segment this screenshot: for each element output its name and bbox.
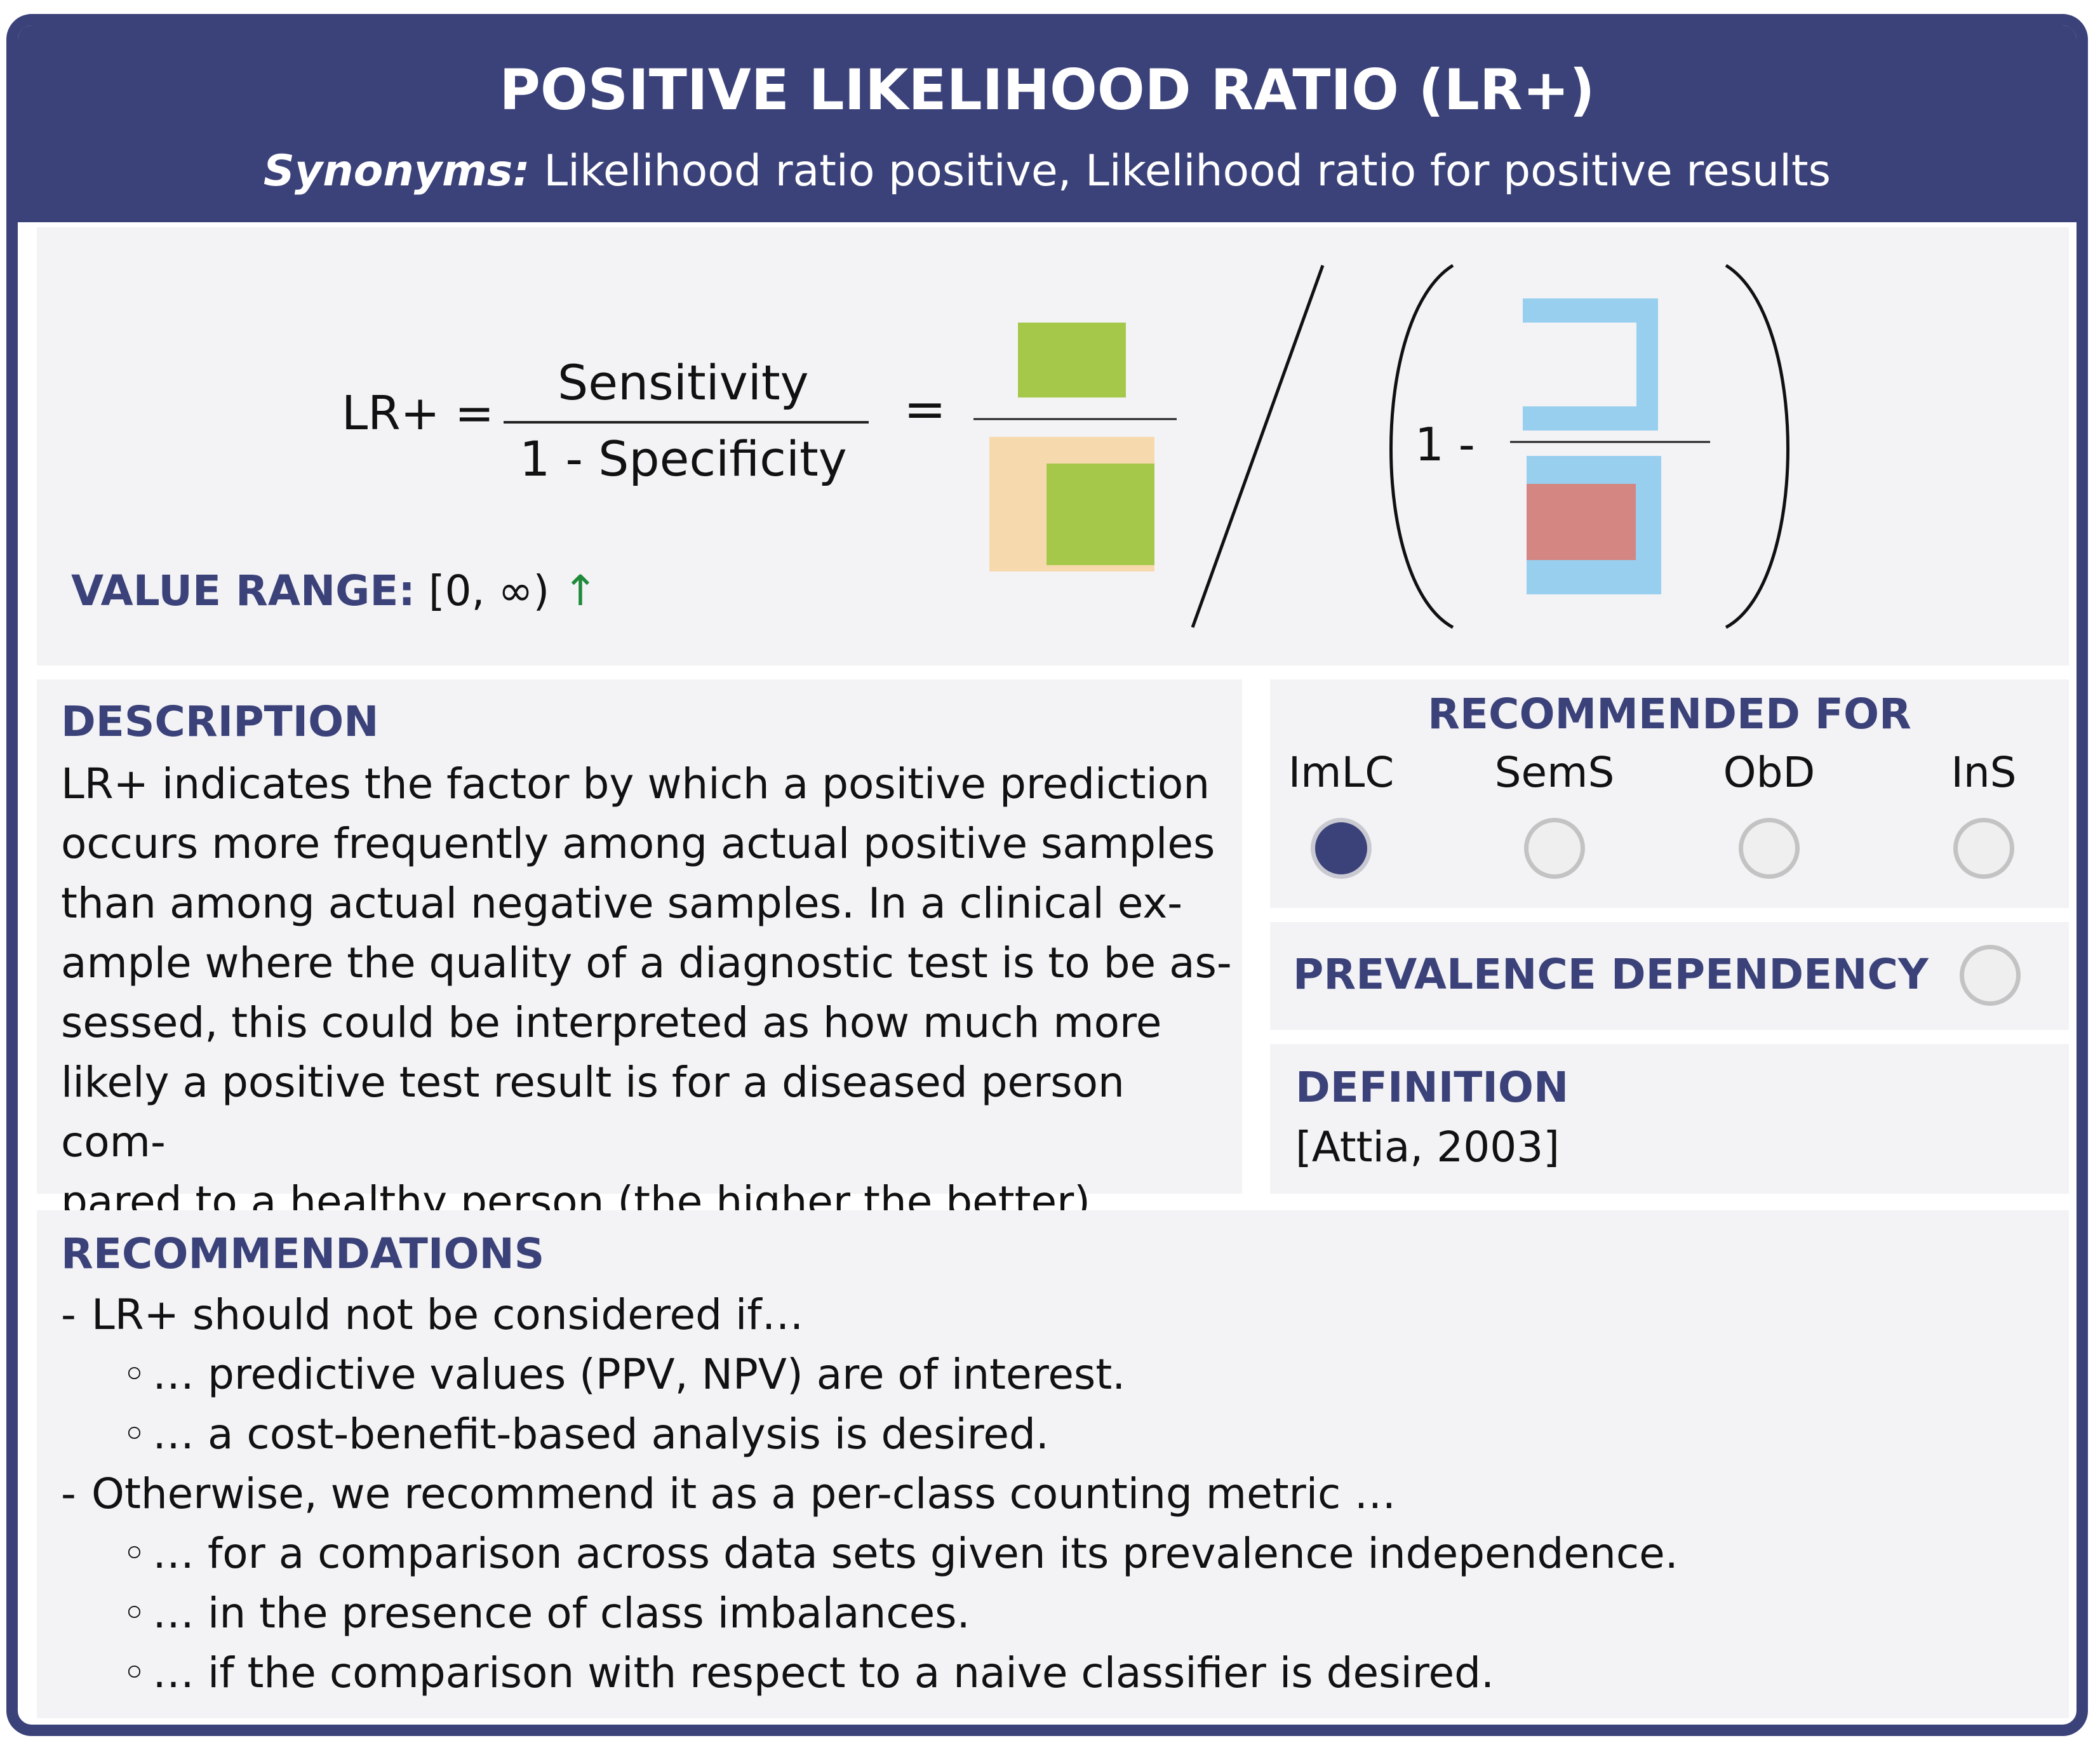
recommendation-item: ◦… if the comparison with respect to a n… — [61, 1643, 1678, 1703]
category-label-obd: ObD — [1723, 748, 1816, 797]
recommendation-text: Otherwise, we recommend it as a per-clas… — [91, 1469, 1396, 1518]
recommendations-heading: RECOMMENDATIONS — [61, 1229, 545, 1278]
prevalence-heading: PREVALENCE DEPENDENCY — [1293, 950, 1929, 999]
formula-numerator: Sensitivity — [558, 354, 809, 411]
value-range: VALUE RANGE: [0, ∞) ↑ — [71, 566, 598, 615]
recommendation-text: LR+ should not be considered if… — [91, 1290, 804, 1339]
metric-card: POSITIVE LIKELIHOOD RATIO (LR+) Synonyms… — [6, 14, 2088, 1736]
synonyms-line: Synonyms: Likelihood ratio positive, Lik… — [18, 146, 2077, 196]
formula-fraction-line — [504, 421, 869, 424]
negatives-blue-top — [1523, 298, 1658, 431]
category-radio-imlc[interactable] — [1311, 818, 1372, 879]
page-title: POSITIVE LIKELIHOOD RATIO (LR+) — [499, 57, 1595, 123]
value-range-label: VALUE RANGE: — [71, 566, 415, 615]
formula-equals: = — [904, 380, 947, 439]
up-arrow-icon: ↑ — [563, 566, 598, 615]
recommendation-text: … in the presence of class imbalances. — [152, 1589, 970, 1638]
recommendation-bullet: ◦ — [122, 1350, 147, 1399]
recommendation-item: ◦… a cost-benefit-based analysis is desi… — [61, 1405, 1678, 1464]
recommendations-panel: RECOMMENDATIONS -LR+ should not be consi… — [37, 1210, 2069, 1718]
recommendation-text: … for a comparison across data sets give… — [152, 1529, 1678, 1578]
category-label-imlc: ImLC — [1288, 748, 1394, 797]
description-line: likely a positive test result is for a d… — [61, 1058, 1125, 1166]
description-line: LR+ indicates the factor by which a posi… — [61, 759, 1210, 808]
description-line: occurs more frequently among actual posi… — [61, 819, 1215, 868]
definition-heading: DEFINITION — [1295, 1063, 1569, 1112]
category-radio-ins[interactable] — [1953, 818, 2014, 879]
formula-diagram — [973, 264, 1789, 629]
synonyms-text: Likelihood ratio positive, Likelihood ra… — [544, 146, 1831, 196]
division-slash — [1191, 265, 1325, 628]
description-line: than among actual negative samples. In a… — [61, 879, 1183, 928]
value-range-value: [0, ∞) — [428, 566, 550, 615]
prevalence-panel: PREVALENCE DEPENDENCY — [1270, 922, 2069, 1030]
prevalence-radio[interactable] — [1960, 945, 2021, 1006]
category-label-sems: SemS — [1494, 748, 1615, 797]
recommendation-item: ◦… for a comparison across data sets giv… — [61, 1524, 1678, 1584]
recommendation-bullet: ◦ — [122, 1410, 147, 1459]
recommendation-item: ◦… predictive values (PPV, NPV) are of i… — [61, 1345, 1678, 1405]
category-radio-sems[interactable] — [1524, 818, 1585, 879]
formula-denominator: 1 - Specificity — [519, 431, 847, 487]
description-line: sessed, this could be interpreted as how… — [61, 998, 1162, 1047]
recommendation-bullet: ◦ — [122, 1589, 147, 1638]
recommendation-bullet: ◦ — [122, 1648, 147, 1697]
description-line: ample where the quality of a diagnostic … — [61, 938, 1232, 987]
definition-citation: [Attia, 2003] — [1295, 1123, 1560, 1172]
recommended-for-heading: RECOMMENDED FOR — [1428, 690, 1911, 738]
recommendation-item: -LR+ should not be considered if… — [61, 1285, 1678, 1345]
fp-green-block — [1047, 464, 1154, 565]
recommendation-text: … if the comparison with respect to a na… — [152, 1648, 1494, 1697]
synonyms-label: Synonyms: — [263, 146, 530, 196]
header-banner: POSITIVE LIKELIHOOD RATIO (LR+) Synonyms… — [18, 25, 2077, 222]
category-radio-obd[interactable] — [1739, 818, 1800, 879]
formula-lhs: LR+ = — [342, 386, 495, 441]
recommended-for-panel: RECOMMENDED FOR ImLC SemS ObD InS — [1270, 679, 2069, 908]
description-panel: DESCRIPTION LR+ indicates the factor by … — [37, 679, 1242, 1226]
description-body: LR+ indicates the factor by which a posi… — [61, 754, 1242, 1232]
tp-green-block — [1018, 323, 1126, 397]
recommendation-item: -Otherwise, we recommend it as a per-cla… — [61, 1464, 1678, 1524]
recommendation-bullet: - — [61, 1469, 76, 1518]
formula-one-minus: 1 - — [1415, 418, 1475, 471]
recommendation-item: ◦… in the presence of class imbalances. — [61, 1584, 1678, 1643]
category-label-ins: InS — [1951, 748, 2017, 797]
recommendation-bullet: ◦ — [122, 1529, 147, 1578]
fp-red-block — [1527, 484, 1636, 560]
formula-panel: LR+ = Sensitivity 1 - Specificity = 1 - … — [37, 227, 2069, 665]
recommendation-text: … predictive values (PPV, NPV) are of in… — [152, 1350, 1126, 1399]
description-heading: DESCRIPTION — [61, 697, 379, 746]
definition-panel: DEFINITION [Attia, 2003] — [1270, 1044, 2069, 1194]
right-parenthesis — [1725, 264, 1789, 629]
recommendation-bullet: - — [61, 1290, 76, 1339]
left-parenthesis — [1389, 264, 1454, 629]
recommendations-list: -LR+ should not be considered if…◦… pred… — [61, 1285, 1678, 1703]
recommendation-text: … a cost-benefit-based analysis is desir… — [152, 1410, 1049, 1459]
